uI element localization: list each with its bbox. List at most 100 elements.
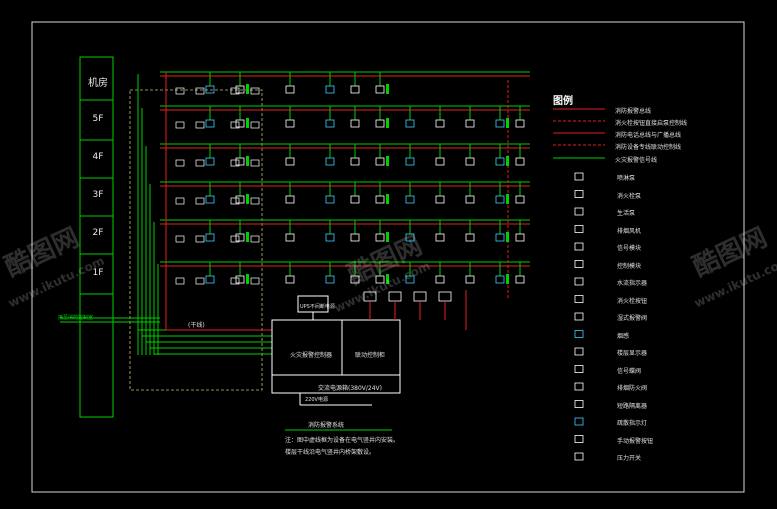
device-symbol <box>350 233 360 242</box>
device-symbol <box>205 85 215 94</box>
shaft-module <box>250 197 260 205</box>
device-symbol <box>435 195 445 204</box>
legend-symbol-icon <box>574 417 584 426</box>
device-symbol <box>465 233 475 242</box>
shaft-module <box>230 121 240 129</box>
shaft-module <box>250 277 260 285</box>
device-indicator <box>386 84 389 94</box>
device-symbol <box>325 275 335 284</box>
floor-column <box>79 56 114 418</box>
shaft-module <box>230 87 240 95</box>
legend-symbol-label: 排烟风机 <box>617 227 642 235</box>
device-symbol <box>405 275 415 284</box>
shaft-module <box>175 87 185 95</box>
device-symbol <box>495 233 505 242</box>
device-indicator <box>506 156 509 166</box>
shaft-module <box>230 159 240 167</box>
device-symbol <box>325 195 335 204</box>
legend-symbol-icon <box>574 207 584 216</box>
device-symbol <box>405 119 415 128</box>
legend-symbol-icon <box>574 242 584 251</box>
device-symbol <box>350 195 360 204</box>
device-indicator <box>506 194 509 204</box>
legend-symbol-icon <box>574 295 584 303</box>
legend-line-label: 消防设备专线联动控制线 <box>615 144 682 151</box>
device-indicator <box>506 274 509 284</box>
floor-label-3f: 3F <box>92 190 104 200</box>
device-symbol <box>350 157 360 166</box>
shaft-module <box>250 87 260 95</box>
shaft-module <box>195 159 205 167</box>
device-symbol <box>435 233 445 242</box>
device-symbol <box>465 195 475 204</box>
legend-line-label: 消防电话总线与广播总线 <box>615 132 682 139</box>
legend-symbol-label: 疏散指示灯 <box>617 420 648 427</box>
shaft-module <box>250 235 260 243</box>
system-title: 消防报警系统 <box>308 422 345 429</box>
pump-box <box>438 291 452 302</box>
shaft-module <box>230 197 240 205</box>
device-symbol <box>205 275 215 284</box>
device-symbol <box>285 85 295 94</box>
device-symbol <box>205 157 215 166</box>
shaft-module <box>195 197 205 205</box>
device-symbol <box>515 233 525 242</box>
legend-symbol-label: 短路隔离器 <box>617 402 648 410</box>
device-symbol <box>435 275 445 284</box>
legend-symbol-label: 生活泵 <box>617 210 636 217</box>
device-indicator <box>386 194 389 204</box>
legend-symbol-icon <box>574 435 584 443</box>
device-symbol <box>285 157 295 166</box>
device-symbol <box>350 275 360 284</box>
legend-symbol-label: 喷淋泵 <box>617 175 636 182</box>
device-symbol <box>235 275 245 284</box>
legend-symbol-label: 压力开关 <box>617 455 642 462</box>
device-symbol <box>235 233 245 242</box>
pump-box <box>388 291 402 302</box>
device-symbol <box>515 119 525 128</box>
drawing-frame <box>31 21 745 493</box>
device-indicator <box>506 232 509 242</box>
legend-symbol-icon <box>574 452 584 461</box>
legend-symbol-label: 手动报警按钮 <box>617 437 654 445</box>
device-indicator <box>386 274 389 284</box>
shaft-module <box>195 121 205 129</box>
legend-symbol-label: 排烟防火阀 <box>617 385 648 392</box>
device-symbol <box>495 195 505 204</box>
device-symbol <box>205 119 215 128</box>
shaft-module <box>250 159 260 167</box>
device-indicator <box>386 118 389 128</box>
device-symbol <box>465 119 475 128</box>
device-symbol <box>495 275 505 284</box>
device-symbol <box>205 195 215 204</box>
device-symbol <box>325 119 335 128</box>
legend-symbol-label: 水流指示器 <box>617 280 648 287</box>
legend-symbol-icon <box>574 172 584 181</box>
shaft-module <box>230 235 240 243</box>
legend-symbol-icon <box>574 347 584 356</box>
legend-symbol-icon <box>574 190 584 198</box>
floor-label-machine-room: 机房 <box>88 78 108 89</box>
device-indicator <box>246 118 249 128</box>
device-symbol <box>325 85 335 94</box>
device-indicator <box>246 274 249 284</box>
device-indicator <box>386 232 389 242</box>
device-symbol <box>375 85 385 94</box>
power-box <box>271 374 401 394</box>
shaft-module <box>175 159 185 167</box>
pump-box <box>413 291 427 302</box>
device-symbol <box>515 195 525 204</box>
device-symbol <box>350 119 360 128</box>
device-symbol <box>375 275 385 284</box>
legend-symbol-label: 信号蝶阀 <box>617 367 642 375</box>
device-symbol <box>285 233 295 242</box>
device-indicator <box>246 156 249 166</box>
device-symbol <box>350 85 360 94</box>
floor-label-2f: 2F <box>92 228 104 238</box>
device-symbol <box>435 157 445 166</box>
legend-symbol-label: 湿式报警阀 <box>617 315 648 322</box>
legend-symbol-label: 烟感 <box>617 332 630 340</box>
legend-symbol-icon <box>574 382 584 391</box>
device-symbol <box>325 157 335 166</box>
device-symbol <box>375 157 385 166</box>
